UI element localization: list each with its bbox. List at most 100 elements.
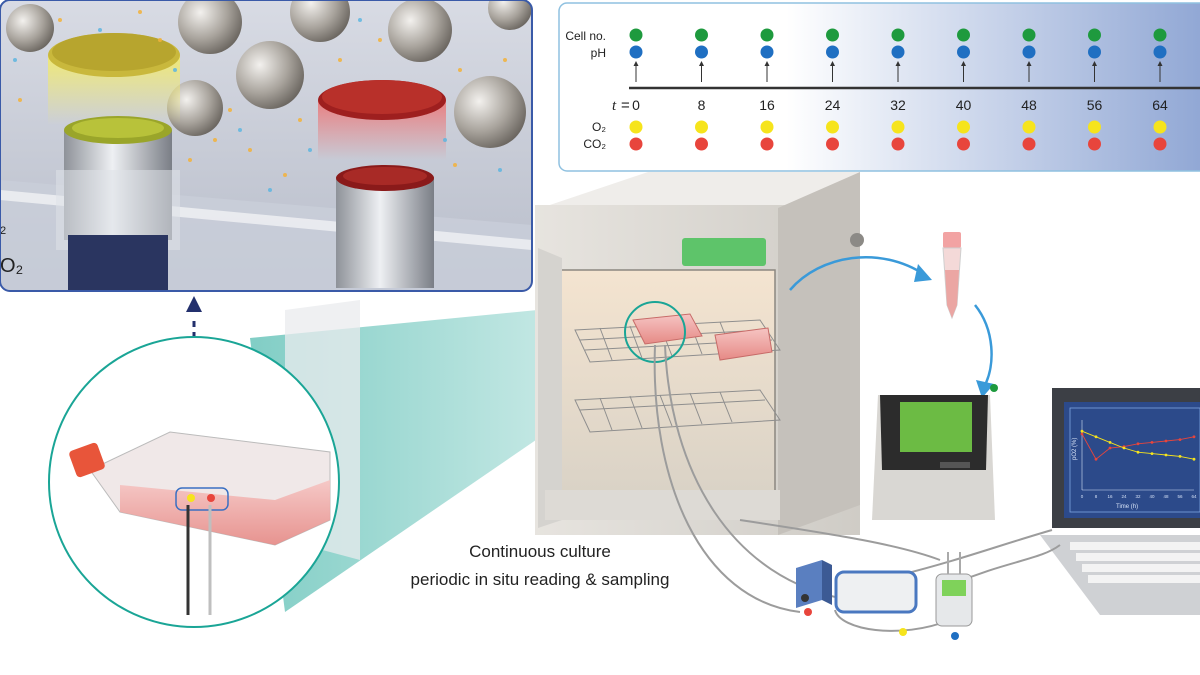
cell-sphere (388, 0, 452, 62)
laptop-chart-tick-label: 32 (1135, 494, 1141, 499)
laptop-chart-point (1094, 435, 1098, 439)
laptop-chart-tick-label: 64 (1191, 494, 1197, 499)
laptop-chart-tick-label: 48 (1163, 494, 1169, 499)
laptop-chart-point (1178, 455, 1182, 458)
laptop-chart-tick-label: 16 (1107, 494, 1113, 499)
laptop-chart-point (1080, 432, 1084, 436)
laptop-chart-tick-label: 0 (1081, 494, 1084, 499)
co2-dot (957, 137, 970, 151)
cell-no-dot (695, 28, 708, 42)
co2-dot (891, 137, 905, 151)
sampling-arrow-in (974, 304, 993, 386)
cell-no-dot (760, 28, 774, 42)
co2-reader-indicator (804, 608, 812, 616)
co2-dot (1153, 137, 1167, 151)
ph-dot (760, 45, 774, 59)
o2-reader-box (834, 570, 918, 614)
o2-dot (695, 120, 708, 134)
time-axis-symbol: t (612, 98, 617, 114)
incubator-side (778, 172, 860, 535)
laptop-chart-xlabel: Time (h) (1116, 504, 1138, 510)
cell-sphere (488, 0, 532, 30)
o2-dot (891, 120, 905, 134)
incubator-latch (850, 233, 864, 247)
laptop-chart-point (1108, 446, 1112, 450)
laptop-chart-point (1136, 450, 1140, 454)
time-tick-label: 8 (698, 97, 706, 113)
inset-border (0, 0, 533, 292)
inset-partial-label-o2: O₂ (0, 255, 23, 277)
row-label-ph: pH (591, 46, 606, 60)
laptop-chart-tick-label: 8 (1095, 494, 1098, 499)
laptop-chart-point (1136, 442, 1140, 446)
co2-dot (629, 137, 643, 151)
sensor-spot-outline (175, 487, 229, 511)
laptop-chart-point (1164, 439, 1168, 443)
laptop-chart-point (1192, 457, 1196, 461)
time-tick-label: 64 (1152, 97, 1168, 113)
o2-sensor-tip (48, 33, 180, 291)
ph-dot (1088, 45, 1101, 59)
reading-arrowhead (764, 61, 770, 66)
laptop-chart-tick-label: 56 (1177, 494, 1183, 499)
laptop-chart-point (1108, 441, 1112, 444)
cell-counter-device (872, 395, 995, 520)
laptop-chart-point (1150, 441, 1154, 444)
cell-no-dot (1022, 28, 1036, 42)
time-tick-label: 32 (890, 97, 906, 113)
laptop-chart-ylabel: pO2 (%) (1072, 438, 1078, 460)
co2-sensor-spot (207, 494, 215, 502)
sample-tube (942, 232, 962, 320)
process-caption: Continuous culture periodic in situ read… (380, 538, 700, 594)
laptop-screen (1064, 402, 1200, 518)
row-label-o2: O₂ (592, 120, 606, 134)
sensor-closeup-inset: 2 O₂ (0, 0, 532, 291)
reading-arrowhead (895, 61, 901, 66)
ph-dot (1022, 45, 1036, 59)
reading-arrowhead (830, 61, 835, 66)
laptop-chart-point (1164, 453, 1168, 457)
reading-arrowhead (699, 61, 704, 66)
ph-dot (826, 45, 839, 59)
cell-sphere (290, 0, 350, 42)
ph-dot (1153, 45, 1167, 59)
time-tick-label: 16 (759, 97, 775, 113)
ph-meter-indicator (951, 632, 959, 640)
cell-counter-slot (940, 462, 970, 468)
reading-arrowhead (1026, 61, 1032, 66)
co2-dot (760, 137, 774, 151)
reading-arrowhead (1157, 61, 1163, 66)
laptop-chart-point (1080, 429, 1084, 433)
sensor-cables (653, 344, 1061, 632)
culture-medium (120, 480, 330, 545)
cell-no-dot (891, 28, 905, 42)
co2-dot (826, 137, 839, 151)
ph-dot (891, 45, 905, 59)
door-frame (538, 248, 562, 528)
cell-no-dot (957, 28, 970, 42)
incubator-chamber (559, 269, 776, 501)
o2-sensor-spot (187, 494, 195, 502)
laptop-chart-point (1150, 452, 1154, 455)
laptop-keys (1070, 542, 1200, 583)
row-label-cell-no: Cell no. (565, 29, 606, 43)
incubator-display (682, 238, 766, 266)
dissolved-gas-particles (18, 10, 507, 177)
laptop-chart-point (1178, 438, 1182, 441)
time-tick-label: 0 (632, 97, 640, 113)
ph-dot (695, 45, 708, 59)
incubator (285, 172, 864, 560)
time-tick-label: 56 (1087, 97, 1103, 113)
cell-counter-indicator (990, 384, 998, 392)
cell-no-dot (629, 28, 643, 42)
inset-partial-label-sub: 2 (0, 225, 6, 237)
cell-counter-screen (900, 402, 972, 452)
culture-flask-small (714, 327, 773, 361)
o2-dot (1153, 120, 1167, 134)
sampling-arrowhead-in (976, 380, 994, 398)
